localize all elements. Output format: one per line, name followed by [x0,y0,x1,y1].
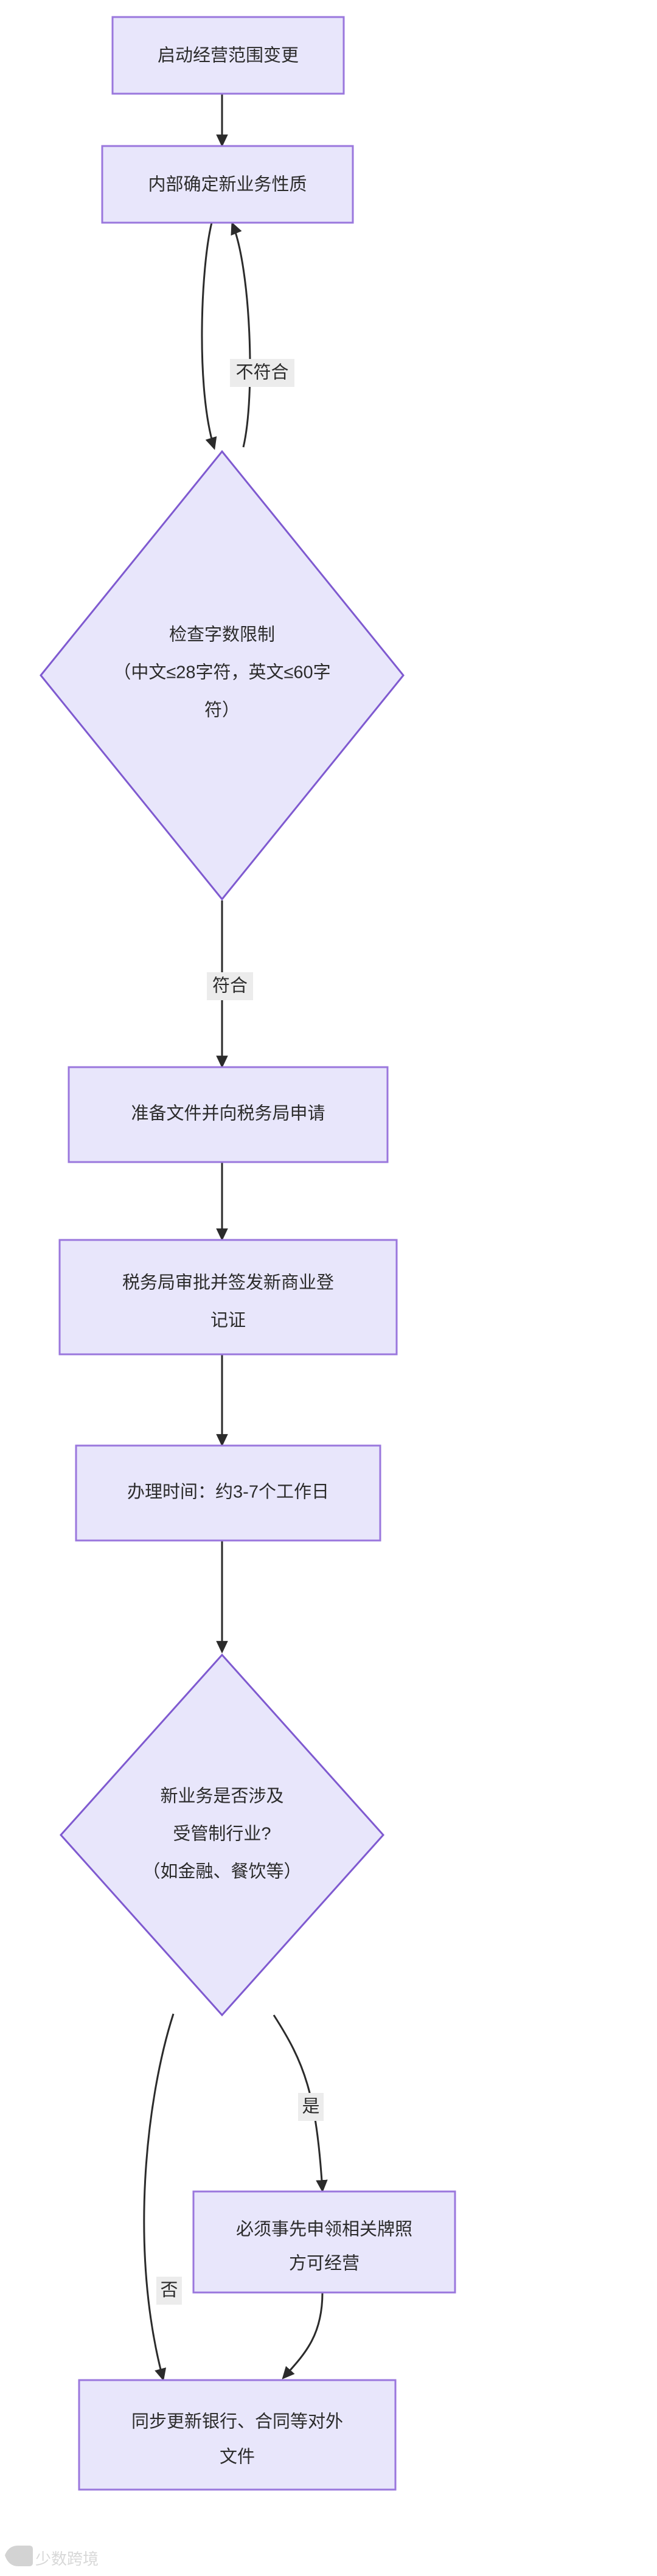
edge-label-compliant: 符合 [207,972,253,1000]
node-label: 办理时间：约3-7个工作日 [127,1482,329,1502]
watermark: 少数跨境 [5,2546,99,2568]
node-label-line-2: 受管制行业? [173,1824,271,1844]
node-tax-bureau-approve-issue-cert[interactable]: 税务局审批并签发新商业登 记证 [58,1239,398,1356]
node-obtain-license-first[interactable]: 必须事先申领相关牌照 方可经营 [192,2190,456,2294]
edge-label-text: 否 [160,2281,178,2300]
node-label: 启动经营范围变更 [158,46,299,66]
edge-label-text: 不符合 [235,363,288,383]
node-label: 准备文件并向税务局申请 [131,1104,325,1124]
node-prepare-docs-apply-tax-bureau[interactable]: 准备文件并向税务局申请 [68,1066,389,1163]
edge-label-no: 否 [156,2277,182,2305]
node-label-line-2: 方可经营 [289,2254,360,2274]
node-label-line-2: 记证 [210,1311,246,1331]
node-label-line-2: （中文≤28字符，英文≤60字 [113,663,330,683]
node-label-line-3: 符） [204,700,240,720]
node-label: 内部确定新业务性质 [148,175,307,195]
node-internal-determine-business[interactable]: 内部确定新业务性质 [101,145,354,224]
edge-label-text: 是 [302,2097,319,2117]
node-processing-time[interactable]: 办理时间：约3-7个工作日 [75,1444,381,1542]
node-label-line-2: 文件 [220,2447,255,2467]
node-label-line-1: 必须事先申领相关牌照 [236,2219,412,2240]
node-check-character-limit[interactable]: 检查字数限制 （中文≤28字符，英文≤60字 符） [40,450,405,901]
edge-n2-n3 [201,222,217,450]
watermark-text: 少数跨境 [35,2550,99,2568]
node-label-line-1: 同步更新银行、合同等对外 [131,2412,343,2432]
edge-n3-n2 [231,221,251,448]
node-label-line-3: （如金融、餐饮等） [142,1862,301,1882]
edge-label-yes: 是 [298,2093,324,2121]
edge-n8-n9 [282,2292,324,2379]
edge-n7-n8 [273,2014,328,2193]
edge-label-not-compliant: 不符合 [230,359,294,387]
node-regulated-industry-decision[interactable]: 新业务是否涉及 受管制行业? （如金融、餐饮等） [59,1653,385,2017]
node-label-line-1: 税务局审批并签发新商业登 [122,1273,334,1293]
node-start-scope-change[interactable]: 启动经营范围变更 [111,16,345,95]
edge-n7-n9 [143,2013,175,2381]
node-update-bank-contracts[interactable]: 同步更新银行、合同等对外 文件 [78,2379,397,2491]
node-label-line-1: 检查字数限制 [169,625,275,645]
node-label-line-1: 新业务是否涉及 [160,1786,283,1806]
edge-label-text: 符合 [212,976,248,996]
